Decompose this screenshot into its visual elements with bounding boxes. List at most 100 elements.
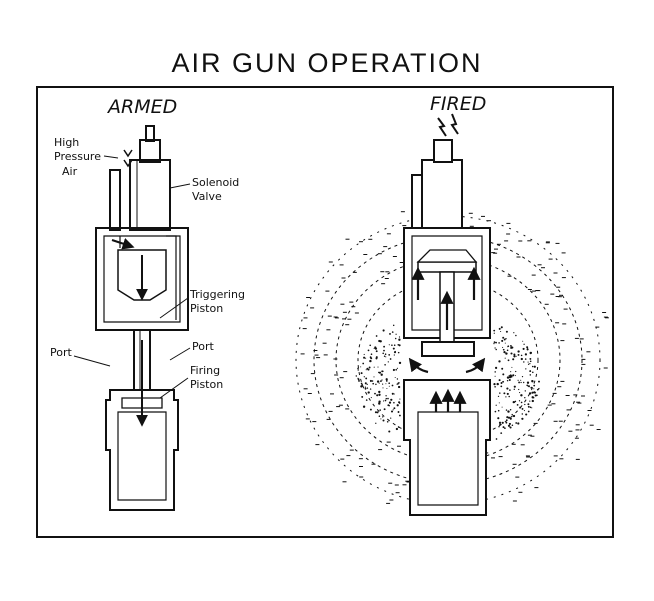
label-air: Air (62, 165, 78, 178)
bubble-speck (525, 368, 527, 370)
bubble-speck (367, 391, 370, 394)
bubble-speck (523, 381, 525, 384)
bubble-speck (517, 422, 520, 425)
bubble-speck (375, 357, 378, 360)
bubble-speck (524, 397, 526, 399)
bubble-speck (500, 382, 503, 384)
bubble-speck (505, 396, 507, 398)
bubble-speck (378, 415, 381, 418)
bubble-speck (514, 375, 517, 377)
bubble-speck (520, 354, 523, 357)
bubble-speck (502, 373, 505, 376)
bubble-speck (366, 383, 368, 386)
bubble-speck (493, 332, 495, 334)
bubble-speck (502, 346, 504, 348)
bubble-speck (515, 334, 517, 337)
bubble-speck (392, 409, 394, 411)
bubble-speck (499, 423, 502, 426)
bubble-speck (500, 432, 503, 434)
bubble-speck (357, 367, 359, 370)
bubble-speck (391, 392, 394, 395)
bubble-speck (518, 381, 521, 384)
bubble-speck (531, 365, 534, 368)
bubble-speck (500, 330, 502, 333)
bubble-speck (507, 424, 511, 427)
bubble-speck (515, 370, 517, 373)
bubble-speck (507, 346, 509, 348)
bubble-speck (393, 401, 395, 404)
armed-trigger-piston (117, 249, 167, 301)
bubble-speck (369, 359, 372, 363)
bubble-speck (382, 419, 385, 422)
bubble-speck (393, 354, 395, 356)
bubble-speck (380, 418, 382, 420)
bubble-speck (510, 345, 512, 347)
bubble-speck (394, 376, 396, 379)
bubble-speck (395, 427, 399, 431)
bubble-speck (376, 380, 380, 383)
bubble-speck (513, 401, 516, 403)
bubble-speck (391, 344, 393, 346)
bubble-speck (513, 353, 516, 356)
bubble-speck (360, 385, 363, 388)
bubble-speck (397, 385, 401, 389)
bubble-speck (500, 385, 503, 388)
bubble-speck (494, 366, 498, 370)
bubble-speck (516, 404, 519, 406)
bubble-speck (495, 404, 497, 406)
bubble-speck (533, 384, 536, 387)
bubble-speck (524, 353, 528, 356)
bubble-speck (517, 350, 520, 353)
bubble-speck (381, 379, 383, 381)
bubble-speck (533, 365, 536, 368)
bubble-speck (527, 403, 530, 406)
bubble-speck (508, 375, 510, 377)
bubble-speck (526, 384, 529, 387)
fired-heading: FIRED (430, 93, 486, 115)
bubble-speck (532, 397, 535, 399)
fired-solenoid-body (421, 159, 463, 231)
bubble-speck (396, 378, 399, 380)
bubble-speck (388, 382, 391, 385)
bubble-speck (383, 355, 386, 357)
label-port-right: Port (192, 340, 214, 353)
bubble-speck (506, 379, 509, 382)
bubble-speck (362, 362, 365, 365)
bubble-speck (369, 379, 372, 382)
bubble-speck (378, 371, 380, 373)
bubble-speck (378, 371, 382, 374)
bubble-speck (511, 366, 513, 368)
bubble-speck (504, 342, 506, 344)
bubble-speck (507, 410, 510, 413)
bubble-speck (382, 329, 385, 332)
bubble-speck (495, 348, 497, 351)
bubble-speck (503, 338, 506, 341)
bubble-speck (393, 407, 396, 410)
bubble-speck (506, 387, 509, 390)
bubble-speck (517, 353, 520, 356)
bubble-speck (506, 392, 509, 395)
label-port-left: Port (50, 346, 72, 359)
bubble-speck (512, 414, 516, 418)
bubble-speck (494, 375, 496, 377)
bubble-speck (398, 336, 401, 338)
bubble-speck (512, 358, 515, 361)
bubble-speck (529, 400, 531, 402)
bubble-speck (530, 351, 532, 354)
bubble-speck (382, 387, 384, 389)
bubble-speck (378, 393, 381, 396)
bubble-speck (498, 360, 501, 363)
armed-firing-chamber (105, 389, 179, 511)
bubble-speck (398, 382, 400, 384)
bubble-speck (363, 356, 366, 359)
bubble-speck (395, 368, 398, 371)
bubble-speck (510, 352, 513, 355)
bubble-speck (385, 397, 388, 400)
bubble-speck (497, 395, 500, 398)
bubble-speck (513, 388, 515, 390)
bubble-speck (498, 342, 500, 344)
bubble-speck (524, 358, 527, 360)
bubble-speck (393, 393, 395, 395)
bubble-speck (386, 420, 389, 423)
